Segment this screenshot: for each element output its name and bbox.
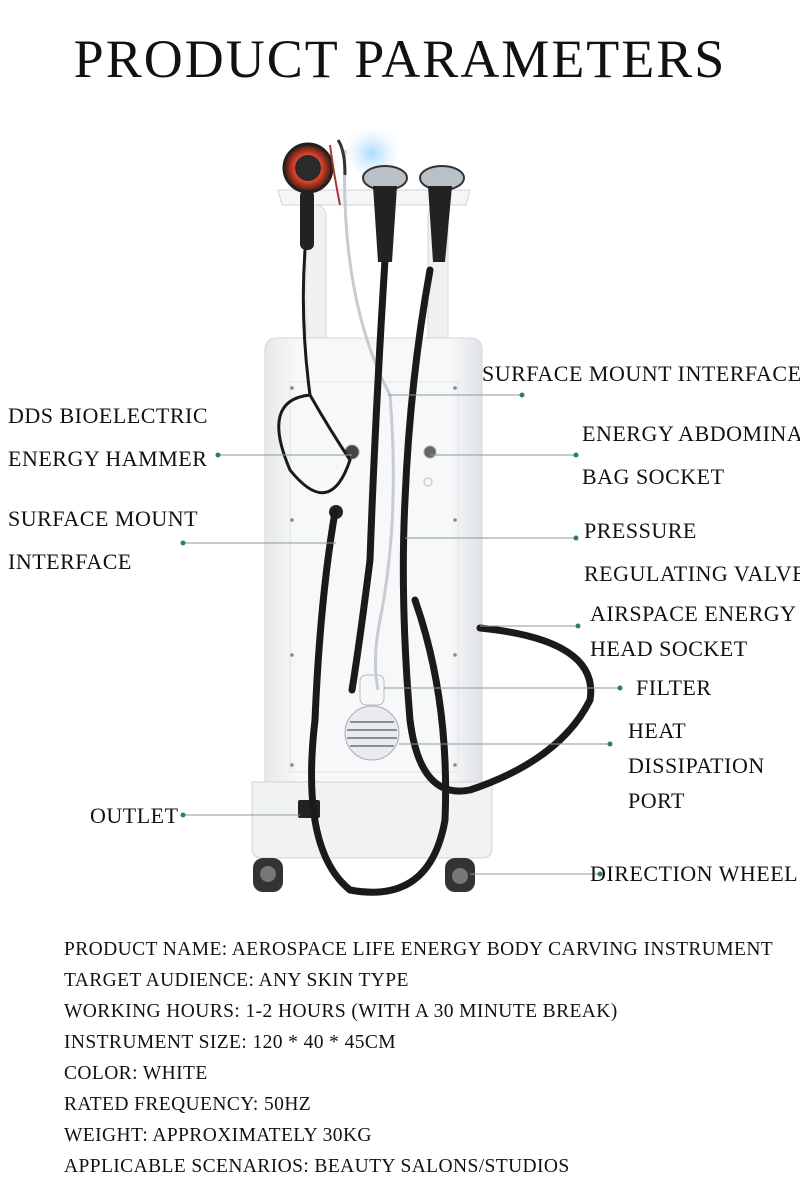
callout-pressure-regulating-valve: PRESSURE REGULATING VALVE <box>584 518 800 586</box>
cables <box>277 248 595 896</box>
device-diagram <box>180 122 623 896</box>
filter-canister <box>359 674 385 706</box>
heat-dissipation-fan <box>344 705 400 761</box>
callout-surface-mount-interface-top: SURFACE MOUNT INTERFACE <box>482 361 800 386</box>
leader-lines <box>183 394 620 875</box>
callout-energy-abdominal-bag-socket: ENERGY ABDOMINAL BAG SOCKET <box>582 421 800 489</box>
spec-applicable-scenarios: APPLICABLE SCENARIOS: BEAUTY SALONS/STUD… <box>64 1156 570 1177</box>
handpiece-hammer <box>282 142 334 250</box>
handpiece-vacuum-left <box>362 165 408 262</box>
callout-airspace-energy-head-socket: AIRSPACE ENERGY HEAD SOCKET <box>590 601 797 661</box>
callout-heat-dissipation-port: HEAT DISSIPATION PORT <box>628 718 765 813</box>
handpiece-blue-light <box>329 122 400 206</box>
spec-list: PRODUCT NAME: AEROSPACE LIFE ENERGY BODY… <box>64 934 773 1182</box>
direction-wheels <box>253 858 475 892</box>
callout-surface-mount-interface-left: SURFACE MOUNT INTERFACE <box>8 506 199 574</box>
callout-filter: FILTER <box>636 675 712 700</box>
callout-direction-wheel: DIRECTION WHEEL <box>590 861 799 886</box>
page-title: PRODUCT PARAMETERS <box>73 29 727 89</box>
spec-instrument-size: INSTRUMENT SIZE: 120 * 40 * 45CM <box>64 1032 397 1053</box>
spec-working-hours: WORKING HOURS: 1-2 HOURS (WITH A 30 MINU… <box>64 1001 618 1022</box>
spec-product-name: PRODUCT NAME: AEROSPACE LIFE ENERGY BODY… <box>64 939 774 960</box>
callout-outlet: OUTLET <box>90 803 179 828</box>
handpiece-vacuum-right <box>419 165 465 262</box>
leader-dots <box>180 392 623 877</box>
spec-rated-frequency: RATED FREQUENCY: 50HZ <box>64 1094 312 1115</box>
spec-color: COLOR: WHITE <box>64 1063 208 1084</box>
spec-weight: WEIGHT: APPROXIMATELY 30KG <box>64 1125 372 1146</box>
spec-target-audience: TARGET AUDIENCE: ANY SKIN TYPE <box>64 970 409 991</box>
callout-dds-bioelectric-hammer: DDS BIOELECTRIC ENERGY HAMMER <box>8 403 208 471</box>
